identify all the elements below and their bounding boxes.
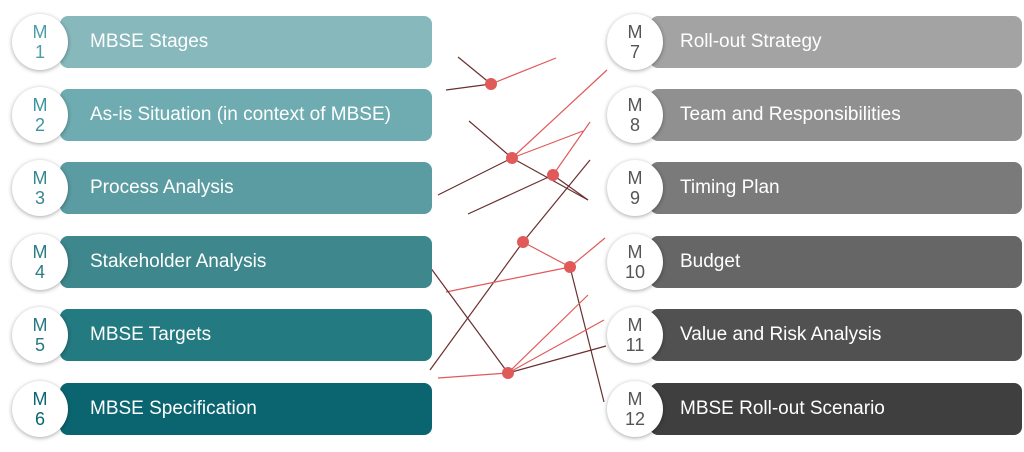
module-m6-letter: M	[32, 389, 48, 409]
connector-node-5	[564, 261, 576, 273]
connector-line-9	[467, 174, 554, 215]
connector-line-10	[552, 121, 591, 176]
connector-line-4	[468, 120, 513, 159]
module-m2-number: 2	[34, 115, 45, 135]
connector-line-21	[437, 372, 509, 379]
module-m4-number: 4	[34, 262, 45, 282]
module-m7-number: 7	[629, 42, 640, 62]
connector-line-16	[569, 237, 606, 268]
module-m11-label: Value and Risk Analysis	[680, 324, 882, 345]
connector-line-12	[522, 159, 591, 243]
connector-line-22	[507, 345, 607, 374]
connector-node-2	[506, 152, 518, 164]
module-m4-letter: M	[32, 242, 48, 262]
module-m10-label: Budget	[680, 251, 741, 272]
connector-line-15	[445, 266, 571, 293]
module-m7-letter: M	[627, 22, 643, 42]
connector-line-2	[490, 57, 557, 85]
connector-line-18	[429, 266, 509, 374]
module-m11-number: 11	[625, 335, 645, 355]
module-m11-letter: M	[627, 315, 643, 335]
module-m6-label: MBSE Specification	[90, 398, 257, 419]
module-m10-bar: Budget	[650, 236, 1022, 288]
module-m12-number: 12	[624, 409, 646, 429]
module-m4-label: Stakeholder Analysis	[90, 251, 267, 272]
module-m1-label: MBSE Stages	[90, 31, 209, 52]
module-m12-bar: MBSE Roll-out Scenario	[650, 383, 1022, 435]
connector-line-20	[507, 294, 589, 374]
connector-line-7	[511, 69, 608, 159]
module-m3-bar: Process Analysis	[60, 162, 432, 214]
module-m9-label: Timing Plan	[680, 177, 780, 198]
module-m5-letter: M	[32, 315, 48, 335]
module-m3-letter: M	[32, 168, 48, 188]
connector-line-1	[445, 83, 492, 91]
module-m3-label: Process Analysis	[90, 177, 234, 198]
module-m2-label: As-is Situation (in context of MBSE)	[90, 104, 391, 125]
module-m11-bar: Value and Risk Analysis	[650, 309, 1022, 361]
connector-line-17	[569, 266, 605, 403]
module-m5-bar: MBSE Targets	[60, 309, 432, 361]
module-m2-bar: As-is Situation (in context of MBSE)	[60, 89, 432, 141]
connector-line-14	[429, 241, 524, 371]
module-m4-bar: Stakeholder Analysis	[60, 236, 432, 288]
module-m10-number: 10	[624, 262, 646, 282]
module-m12-label: MBSE Roll-out Scenario	[680, 398, 885, 419]
module-m8-number: 8	[629, 115, 640, 135]
module-m1-letter: M	[32, 22, 48, 42]
module-m1-bar: MBSE Stages	[60, 16, 432, 68]
module-m8-bar: Team and Responsibilities	[650, 89, 1022, 141]
connector-line-13	[522, 241, 571, 268]
module-m9-number: 9	[629, 188, 640, 208]
module-m7-label: Roll-out Strategy	[680, 31, 822, 52]
connector-line-3	[457, 56, 492, 85]
connector-line-8	[511, 130, 584, 159]
module-m9-letter: M	[627, 168, 643, 188]
module-m6-bar: MBSE Specification	[60, 383, 432, 435]
module-m3-number: 3	[34, 188, 45, 208]
module-m7-bar: Roll-out Strategy	[650, 16, 1022, 68]
module-m2-letter: M	[32, 95, 48, 115]
connector-node-1	[485, 78, 497, 90]
connector-line-6	[437, 157, 513, 196]
module-m5-number: 5	[34, 335, 45, 355]
module-m6-number: 6	[34, 409, 45, 429]
module-m1-number: 1	[34, 42, 45, 62]
module-m12-letter: M	[627, 389, 643, 409]
module-m10-letter: M	[627, 242, 643, 262]
module-m8-letter: M	[627, 95, 643, 115]
connector-node-4	[517, 236, 529, 248]
module-m8-label: Team and Responsibilities	[680, 104, 901, 125]
connector-node-6	[502, 367, 514, 379]
module-m5-label: MBSE Targets	[90, 324, 212, 345]
module-m9-bar: Timing Plan	[650, 162, 1022, 214]
connector-line-11	[552, 174, 589, 201]
connector-node-3	[547, 169, 559, 181]
connector-line-19	[507, 319, 605, 374]
